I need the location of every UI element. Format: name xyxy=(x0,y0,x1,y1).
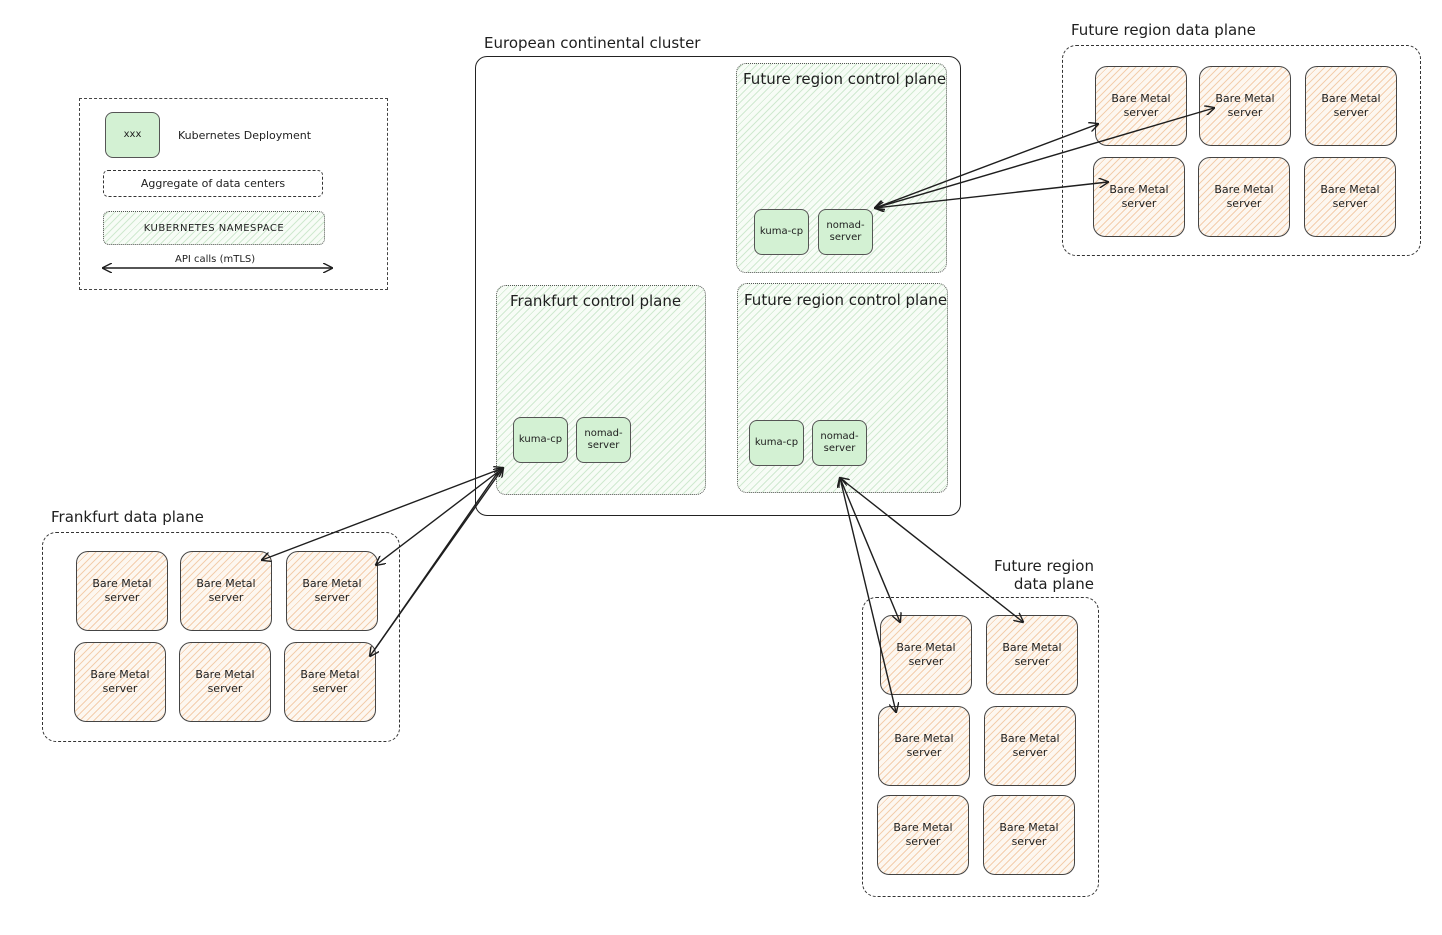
server: Bare Metal server xyxy=(1093,157,1185,237)
future-top-nomad-server: nomad-server xyxy=(818,209,873,255)
legend xyxy=(79,98,388,290)
frankfurt-nomad-server: nomad-server xyxy=(576,417,631,463)
server: Bare Metal server xyxy=(286,551,378,631)
server: Bare Metal server xyxy=(983,795,1075,875)
future-bottom-nomad-server: nomad-server xyxy=(812,420,867,466)
legend-aggregate-label: Aggregate of data centers xyxy=(140,177,286,190)
future-region-control-plane-bottom-title: Future region control plane xyxy=(744,291,948,309)
frankfurt-kuma-cp: kuma-cp xyxy=(513,417,568,463)
frankfurt-control-plane xyxy=(496,285,706,495)
server: Bare Metal server xyxy=(1199,66,1291,146)
server: Bare Metal server xyxy=(986,615,1078,695)
legend-aggregate-sample: Aggregate of data centers xyxy=(103,170,323,197)
server: Bare Metal server xyxy=(1305,66,1397,146)
server: Bare Metal server xyxy=(74,642,166,722)
future-top-kuma-cp: kuma-cp xyxy=(754,209,809,255)
future-region-control-plane-top-title: Future region control plane xyxy=(743,70,947,88)
server: Bare Metal server xyxy=(1304,157,1396,237)
future-dp-right-title: Future region data plane xyxy=(1071,21,1256,39)
server: Bare Metal server xyxy=(877,795,969,875)
server: Bare Metal server xyxy=(1095,66,1187,146)
future-bottom-kuma-cp: kuma-cp xyxy=(749,420,804,466)
legend-deployment-label: Kubernetes Deployment xyxy=(178,129,312,142)
future-dp-bottom-title: Future region data plane xyxy=(960,557,1094,593)
legend-namespace-sample: KUBERNETES NAMESPACE xyxy=(103,211,325,245)
server: Bare Metal server xyxy=(880,615,972,695)
legend-namespace-label: KUBERNETES NAMESPACE xyxy=(143,222,285,234)
cluster-title: European continental cluster xyxy=(484,34,701,52)
frankfurt-dp-title: Frankfurt data plane xyxy=(51,508,204,526)
server: Bare Metal server xyxy=(878,706,970,786)
server: Bare Metal server xyxy=(284,642,376,722)
server: Bare Metal server xyxy=(76,551,168,631)
server: Bare Metal server xyxy=(180,551,272,631)
future-dp-bottom-title-text: Future region data plane xyxy=(994,557,1094,593)
legend-deployment-sample: xxx xyxy=(105,112,160,158)
server: Bare Metal server xyxy=(984,706,1076,786)
server: Bare Metal server xyxy=(1198,157,1290,237)
legend-api-label: API calls (mTLS) xyxy=(175,254,256,265)
frankfurt-control-plane-title: Frankfurt control plane xyxy=(510,292,682,310)
server: Bare Metal server xyxy=(179,642,271,722)
